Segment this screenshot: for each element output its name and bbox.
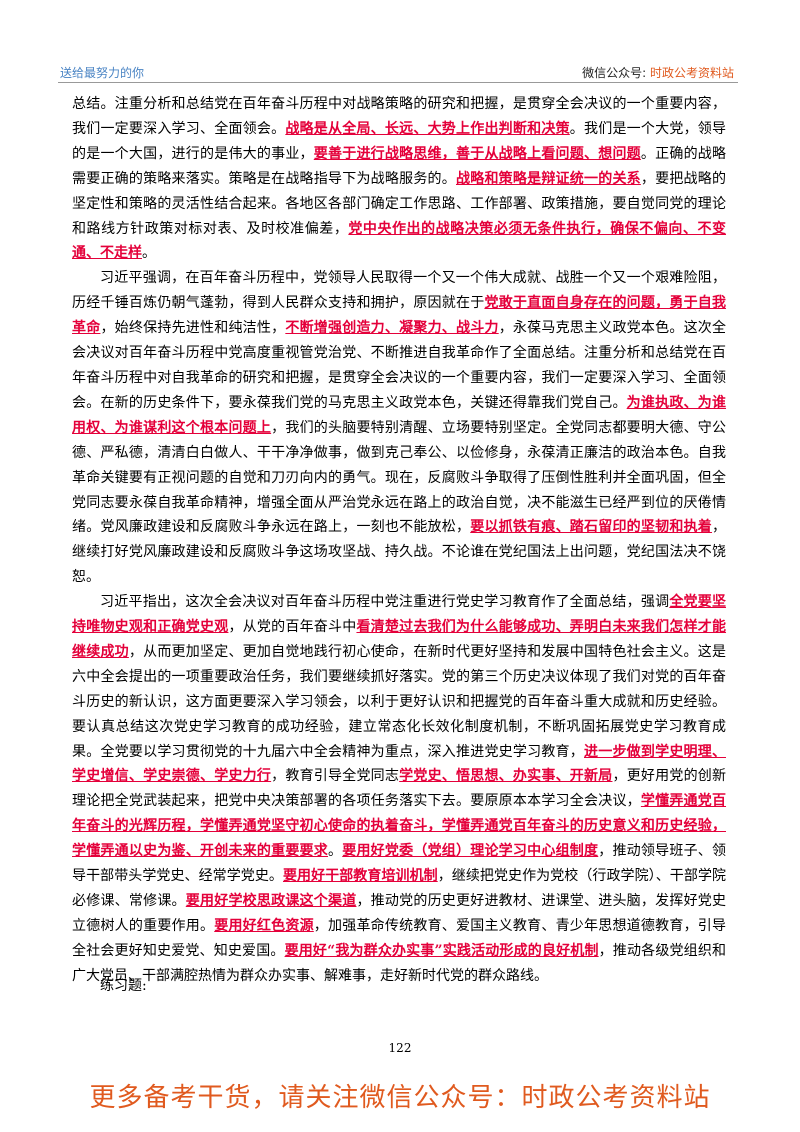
highlighted-phrase: 战略是从全局、长远、大势上作出判断和决策 xyxy=(285,120,570,137)
highlighted-phrase: 党中央作出的战略决策必须无条件执行，确保不偏向、不变通、不走样 xyxy=(72,220,727,262)
paragraph-1: 总结。注重分析和总结党在百年奋斗历程中对战略策略的研究和把握，是贯穿全会决议的一… xyxy=(72,92,726,266)
text-run: 总结。注重分析和总结党在百年奋斗历程中对战略策略的研究和把握，是贯穿全会决议的一… xyxy=(72,96,726,137)
highlighted-phrase: 学懂弄通党百年奋斗的光辉历程，学懂弄通党坚守初心使命的执着奋斗，学懂弄通党百年奋… xyxy=(72,793,727,860)
text-run: 。 xyxy=(328,843,343,860)
highlighted-phrase: 要以抓铁有痕、踏石留印的坚韧和执着 xyxy=(470,519,713,536)
header-wechat-prefix: 微信公众号: xyxy=(582,66,650,80)
text-run: ，推动各级党组织和广大党员、干部满腔热情为群众办实事、解难事，走好新时代党的群众… xyxy=(72,942,727,984)
text-run: 习近平指出，这次全会决议对百年奋斗历程中党注重进行党史学习教育作了全面总结，强调 xyxy=(100,594,670,611)
text-run: ，更好用党的创新理论把全党武装起来，把党中央决策部署的各项任务落实下去。要原原本… xyxy=(72,768,727,810)
paragraph-2: 习近平强调，在百年奋斗历程中，党领导人民取得一个又一个伟大成就、战胜一个又一个艰… xyxy=(72,266,726,590)
text-run: ，永葆马克思主义政党本色。这次全会决议对百年奋斗历程中党高度重视管党治党、不断推… xyxy=(72,320,727,411)
text-run: 。我们是一个大党，领导的是一个大国，进行的是伟大的事业， xyxy=(72,120,727,162)
text-run: ，推动党的历史更好进教材、进课堂、进头脑，发挥好党史立德树人的重要作用。 xyxy=(72,893,727,934)
highlighted-phrase: 要用好党委（党组）理论学习中心组制度 xyxy=(342,843,599,860)
text-run: ，教育引导全党同志 xyxy=(271,768,400,785)
paragraph-3: 习近平指出，这次全会决议对百年奋斗历程中党注重进行党史学习教育作了全面总结，强调… xyxy=(72,590,726,989)
document-body: 总结。注重分析和总结党在百年奋斗历程中对战略策略的研究和把握，是贯穿全会决议的一… xyxy=(72,92,726,989)
text-run: ，我们的头脑要特别清醒、立场要特别坚定。全党同志都要明大德、守公德、严私德，清清… xyxy=(72,419,727,536)
header-tagline: 送给最努力的你 xyxy=(60,66,145,80)
text-run: ，加强革命传统教育、爱国主义教育、青少年思想道德教育，引导全社会更好知史爱党、知… xyxy=(72,917,727,959)
highlighted-phrase: 全党要坚持唯物史观和正确党史观 xyxy=(72,594,727,636)
highlighted-phrase: 为谁执政、为谁用权、为谁谋利这个根本问题上 xyxy=(72,394,727,436)
highlighted-phrase: 要善于进行战略思维，善于从战略上看问题、想问题 xyxy=(313,145,641,162)
text-run: ，推动领导班子、领导干部带头学党史、经常学党史。 xyxy=(72,843,727,885)
highlighted-phrase: 战略和策略是辩证统一的关系 xyxy=(456,170,641,187)
text-run: ，始终保持先进性和纯洁性， xyxy=(100,320,286,337)
highlighted-phrase: 党敢于直面自身存在的问题，勇于自我革命 xyxy=(72,295,727,337)
text-run: 习近平强调，在百年奋斗历程中，党领导人民取得一个又一个伟大成就、战胜一个又一个艰… xyxy=(72,270,726,312)
highlighted-phrase: 要用好干部教育培训机制 xyxy=(282,868,438,885)
text-run: ，要把战略的坚定性和策略的灵活性结合起来。各地区各部门确定工作思路、工作部署、政… xyxy=(72,170,727,237)
text-run: 。正确的战略需要正确的策略来落实。策略是在战略指导下为战略服务的。 xyxy=(72,145,727,187)
text-run: ，继续把党史作为党校（行政学院）、干部学院必修课、常修课。 xyxy=(72,868,727,909)
header-divider xyxy=(58,82,738,83)
highlighted-phrase: 不断增强创造力、凝聚力、战斗力 xyxy=(285,320,499,337)
text-run: ，继续打好党风廉政建设和反腐败斗争这场攻坚战、持久战。不论谁在党纪国法上出问题，… xyxy=(72,519,727,586)
exercise-label: 练习题: xyxy=(100,978,147,994)
page-number: 122 xyxy=(388,1041,412,1055)
header-wechat: 微信公众号: 时政公考资料站 xyxy=(582,64,734,81)
footer-banner: 更多备考干货，请关注微信公众号：时政公考资料站 xyxy=(89,1083,711,1113)
text-run: ，从党的百年奋斗中 xyxy=(228,619,357,636)
highlighted-phrase: 要用好学校思政课这个渠道 xyxy=(185,893,357,909)
header-wechat-name: 时政公考资料站 xyxy=(649,66,734,80)
highlighted-phrase: 看清楚过去我们为什么能够成功、弄明白未来我们怎样才能继续成功 xyxy=(72,619,727,660)
highlighted-phrase: 要用好“我为群众办实事”实践活动形成的良好机制 xyxy=(284,942,599,959)
text-run: 。 xyxy=(142,245,156,262)
highlighted-phrase: 要用好红色资源 xyxy=(214,917,314,934)
highlighted-phrase: 学党史、悟思想、办实事、开新局 xyxy=(399,768,613,785)
text-run: ，从而更加坚定、更加自觉地践行初心使命，在新时代更好坚持和发展中国特色社会主义。… xyxy=(72,643,726,760)
highlighted-phrase: 进一步做到学史明理、学史增信、学史崇德、学史力行 xyxy=(72,743,726,785)
